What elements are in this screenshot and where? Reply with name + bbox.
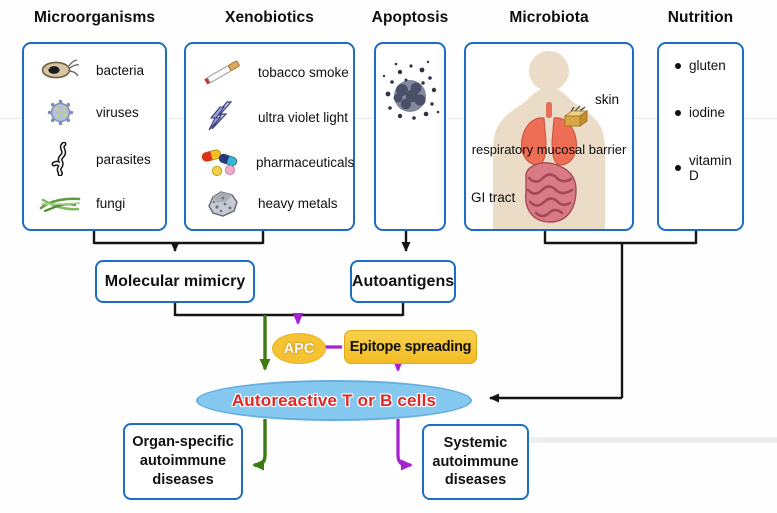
item-label: viruses xyxy=(96,104,139,120)
list-item: parasites xyxy=(24,142,165,177)
item-label: bacteria xyxy=(96,62,145,78)
autoantigens-node: Autoantigens xyxy=(350,260,456,303)
microbiota-label-respiratory: respiratory mucosal barrier xyxy=(471,142,627,157)
bullet-icon xyxy=(675,62,681,69)
metal-ore-icon xyxy=(200,190,244,217)
column-title-microbiota: Microbiota xyxy=(509,9,589,26)
nutrition-box: gluten iodine vitamin D xyxy=(657,42,744,231)
epitope-spreading-node: Epitope spreading xyxy=(344,330,477,364)
pills-icon xyxy=(200,147,242,177)
fungi-icon xyxy=(38,193,82,215)
column-title-nutrition: Nutrition xyxy=(667,9,734,26)
cigarette-icon xyxy=(200,56,244,88)
bullet-label: vitamin D xyxy=(689,153,732,183)
bracket-microbiota-nutrition xyxy=(543,230,698,398)
parasite-icon xyxy=(38,142,82,177)
bracket-microorganisms-xenobiotics xyxy=(92,230,265,245)
list-item: pharmaceuticals xyxy=(186,147,355,177)
bacteria-icon xyxy=(38,58,82,82)
molecular-mimicry-node: Molecular mimicry xyxy=(95,260,255,303)
list-item: ultra violet light xyxy=(186,101,353,135)
bullet-label: gluten xyxy=(689,58,726,73)
lungs-icon xyxy=(521,102,577,166)
bracket-mimicry-autoantigens xyxy=(173,303,405,317)
apc-node: APC xyxy=(272,333,326,364)
intestines-icon xyxy=(525,162,577,223)
autoreactive-cells-node: Autoreactive T or B cells xyxy=(196,380,472,421)
skin-icon xyxy=(563,105,589,127)
item-label: parasites xyxy=(96,151,151,167)
item-label: tobacco smoke xyxy=(258,64,349,80)
list-item: iodine xyxy=(675,105,725,120)
list-item: gluten xyxy=(675,58,726,73)
column-title-microorganisms: Microorganisms xyxy=(33,9,156,26)
item-label: fungi xyxy=(96,196,126,212)
background-artifact-band xyxy=(432,437,777,443)
column-title-xenobiotics: Xenobiotics xyxy=(225,9,314,26)
bullet-icon xyxy=(675,165,681,171)
bullet-icon xyxy=(675,109,681,116)
list-item: fungi xyxy=(24,193,165,215)
list-item: viruses xyxy=(24,99,165,126)
microbiota-box: skin respiratory mucosal barrier GI trac… xyxy=(464,42,634,231)
systemic-diseases-node: Systemic autoimmune diseases xyxy=(422,424,529,500)
microbiota-label-skin: skin xyxy=(595,92,620,107)
virus-icon xyxy=(38,99,82,126)
item-label: ultra violet light xyxy=(258,110,349,126)
apoptotic-cell-icon xyxy=(382,60,440,120)
item-label: heavy metals xyxy=(258,195,338,211)
green-arrow-to-organ-specific xyxy=(252,419,267,471)
list-item: heavy metals xyxy=(186,190,353,217)
bullet-label: iodine xyxy=(689,105,726,120)
list-item: vitamin D xyxy=(675,153,742,183)
lightning-icon xyxy=(200,101,244,135)
list-item: tobacco smoke xyxy=(186,56,353,88)
list-item: bacteria xyxy=(24,58,165,82)
xenobiotics-box: tobacco smoke ultra violet light xyxy=(184,42,355,231)
microorganisms-box: bacteria viruses xyxy=(22,42,167,231)
item-label: pharmaceuticals xyxy=(256,154,355,170)
apoptosis-box xyxy=(374,42,446,231)
organ-specific-diseases-node: Organ-specific autoimmune diseases xyxy=(123,423,243,500)
microbiota-label-gi-tract: GI tract xyxy=(471,190,516,205)
purple-arrow-to-systemic xyxy=(396,419,413,471)
column-title-apoptosis: Apoptosis xyxy=(371,9,449,26)
